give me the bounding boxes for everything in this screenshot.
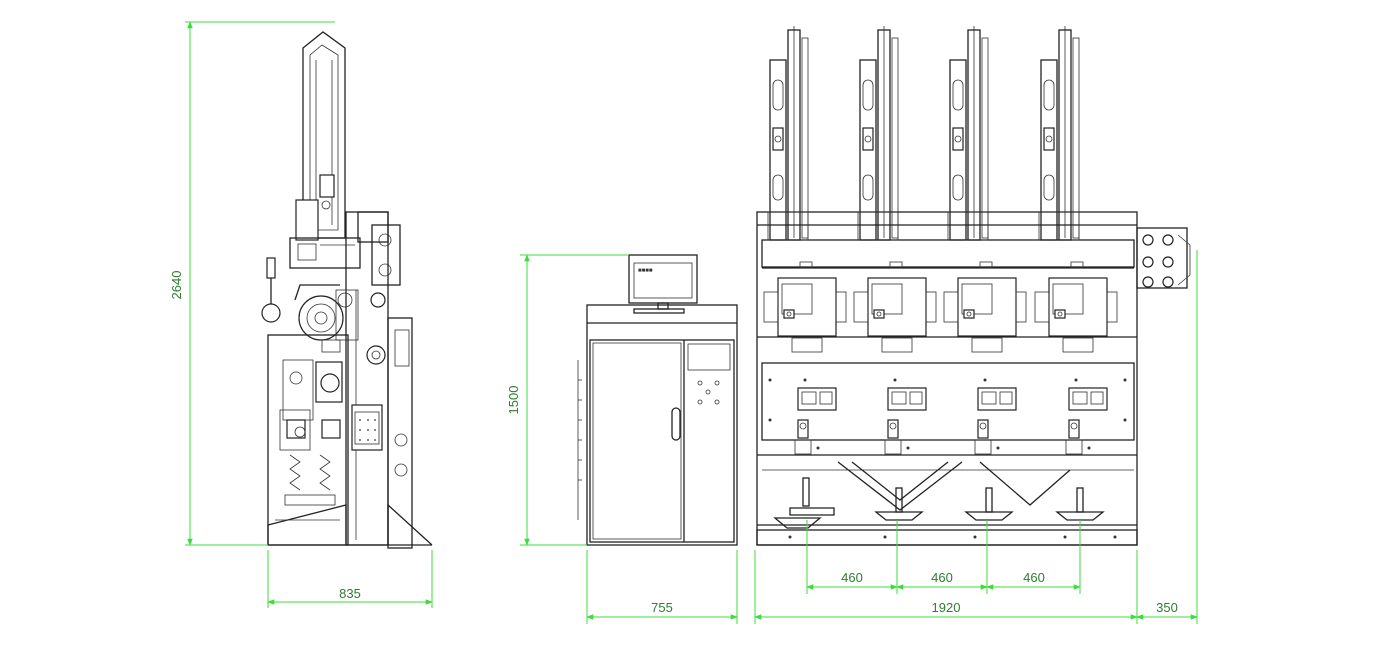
yarn-guide-unit [797, 387, 837, 411]
dimension-side-height: 2640 [169, 271, 184, 300]
dimension-spacing-1: 460 [841, 570, 863, 585]
dimension-side-width: 835 [339, 586, 361, 601]
display-label: ■■■■ [638, 268, 653, 274]
dimension-cabinet-width: 755 [651, 600, 673, 615]
dimension-spacing-2: 460 [931, 570, 953, 585]
winding-head-box [1048, 277, 1108, 337]
control-cabinet [577, 254, 738, 546]
winding-head-box [957, 277, 1017, 337]
dimension-frame-width: 1920 [932, 600, 961, 615]
winding-head-box [867, 277, 927, 337]
dimension-lines [185, 21, 1198, 624]
winding-head-box [777, 277, 837, 337]
side-view [261, 31, 433, 549]
dimension-creel-width: 350 [1156, 600, 1178, 615]
front-view [756, 211, 1191, 546]
yarn-guide-unit [1068, 387, 1108, 411]
yarn-guide-unit [887, 387, 927, 411]
yarn-guide-unit [977, 387, 1017, 411]
winding-heads [763, 26, 1118, 455]
dimension-cabinet-height: 1500 [506, 386, 521, 415]
dimension-spacing-3: 460 [1023, 570, 1045, 585]
